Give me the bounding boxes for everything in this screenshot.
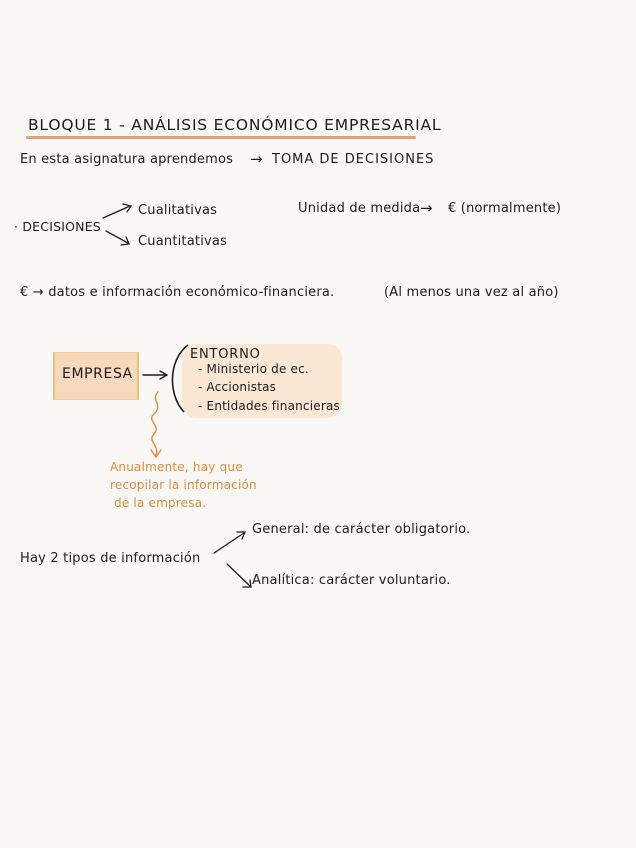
empresa-box	[53, 352, 139, 400]
unit-text: Unidad de medida	[298, 201, 421, 216]
info-type-analytical: Analítica: carácter voluntario.	[252, 573, 451, 588]
intro-text: En esta asignatura aprendemos	[20, 152, 234, 167]
intro-target: TOMA DE DECISIONES	[272, 152, 435, 167]
decision-branch-quantitative: Cuantitativas	[138, 234, 228, 249]
annual-note-line: Anualmente, hay que	[110, 460, 243, 474]
entorno-bracket-icon	[171, 344, 189, 413]
arrow-icon: →	[250, 150, 263, 168]
annual-note-line: de la empresa.	[114, 496, 207, 510]
entorno-item: - Accionistas	[198, 380, 277, 394]
unit-value: € (normalmente)	[448, 201, 562, 216]
entorno-highlight	[182, 344, 342, 418]
arrow-icon: →	[420, 199, 433, 217]
info-arrows-icon	[213, 531, 252, 588]
entorno-item: - Ministerio de ec.	[198, 362, 309, 376]
entorno-item: - Entidades financieras	[198, 399, 340, 413]
empresa-label: EMPRESA	[62, 366, 133, 382]
page-title: BLOQUE 1 - ANÁLISIS ECONÓMICO EMPRESARIA…	[28, 116, 442, 134]
entorno-title: ENTORNO	[190, 347, 261, 362]
title-underline	[26, 136, 416, 139]
squiggle-arrow-icon	[150, 391, 162, 459]
euro-data-line: € → datos e información económico-financ…	[20, 285, 335, 300]
decision-branch-qualitative: Cualitativas	[138, 203, 218, 218]
annual-note-line: recopilar la información	[110, 478, 257, 492]
decisions-label: · DECISIONES	[14, 219, 101, 234]
empresa-arrow-icon	[142, 370, 169, 380]
info-types-label: Hay 2 tipos de información	[20, 551, 201, 566]
decision-arrows-icon	[102, 203, 133, 246]
info-type-general: General: de carácter obligatorio.	[252, 522, 471, 537]
euro-data-note: (Al menos una vez al año)	[384, 285, 559, 300]
